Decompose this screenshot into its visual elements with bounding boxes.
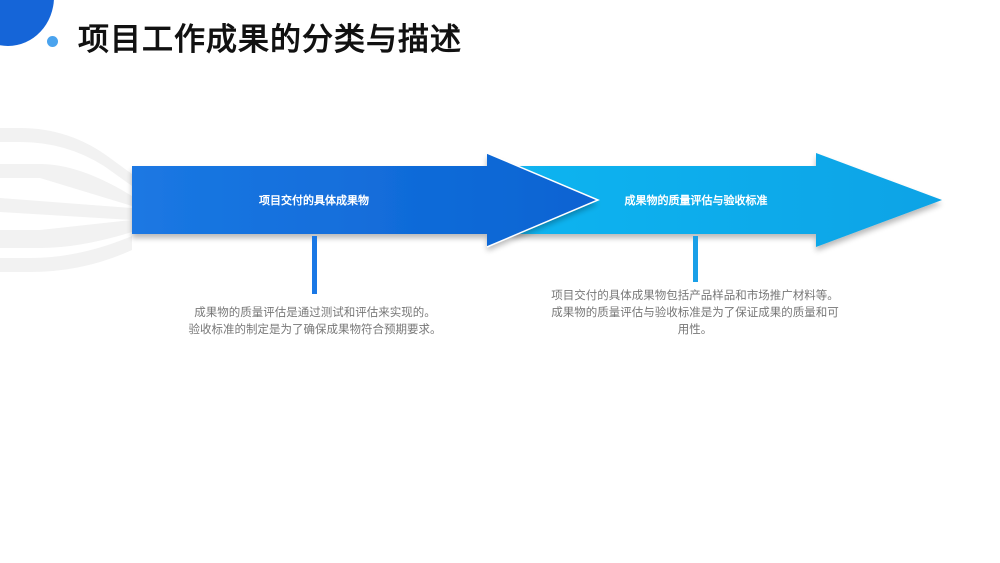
description-block-one: 成果物的质量评估是通过测试和评估来实现的。 验收标准的制定是为了确保成果物符合预… [150,304,480,338]
arrow-one-head-edge [486,152,600,248]
description-block-two: 项目交付的具体成果物包括产品样品和市场推广材料等。 成果物的质量评估与验收标准是… [525,287,865,338]
description-line: 项目交付的具体成果物包括产品样品和市场推广材料等。 [551,288,839,302]
background-stripes-decoration [0,128,132,272]
description-line: 用性。 [677,322,713,336]
arrow-two-shape [512,153,942,247]
arrow-one-shape [132,153,598,247]
description-line: 成果物的质量评估是通过测试和评估来实现的。 [194,305,436,319]
description-line: 验收标准的制定是为了确保成果物符合预期要求。 [188,322,442,336]
arrow-two-label: 成果物的质量评估与验收标准 [624,194,768,207]
title-bullet-dot [47,36,58,47]
arrow-one-label: 项目交付的具体成果物 [259,194,369,207]
page-title: 项目工作成果的分类与描述 [78,22,462,58]
description-line: 成果物的质量评估与验收标准是为了保证成果的质量和可 [551,305,839,319]
connector-line-one [312,236,317,294]
connector-line-two [693,236,698,282]
